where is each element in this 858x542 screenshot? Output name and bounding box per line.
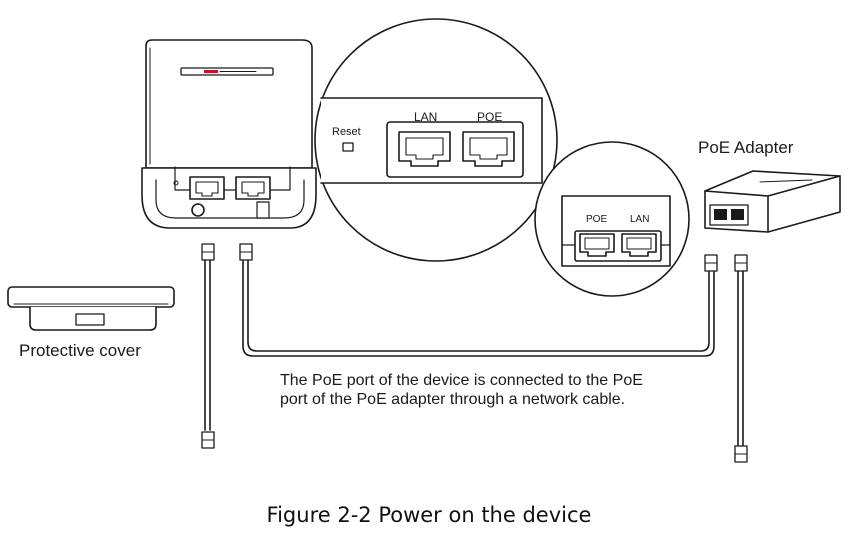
- reset-label: Reset: [332, 126, 361, 138]
- note-line-2: port of the PoE adapter through a networ…: [280, 391, 626, 408]
- reset-button-icon: [342, 142, 354, 152]
- zoom-lan-jack-icon: [398, 131, 451, 167]
- poe-adapter-title: PoE Adapter: [698, 138, 794, 157]
- network-cables: [201, 243, 748, 463]
- adapter-ports-zoom: [534, 141, 690, 297]
- device-unit: [141, 39, 317, 229]
- brand-logo-icon: [204, 70, 218, 73]
- poe-port-label: POE: [477, 110, 503, 124]
- lan-port-label: LAN: [414, 110, 438, 124]
- zoom-adapter-poe-jack-icon: [579, 233, 615, 257]
- protective-cover-label: Protective cover: [19, 341, 141, 360]
- poe-adapter: [704, 170, 841, 233]
- adapter-lan-port-label: LAN: [630, 214, 650, 225]
- adapter-poe-port-label: POE: [586, 214, 608, 225]
- device-ports-zoom: [314, 18, 558, 262]
- figure-caption: Figure 2-2 Power on the device: [266, 503, 592, 527]
- protective-cover: [7, 286, 175, 331]
- adapter-lan-port-icon: [731, 209, 744, 220]
- zoom-adapter-lan-jack-icon: [621, 233, 657, 257]
- note-line-1: The PoE port of the device is connected …: [280, 372, 643, 389]
- adapter-poe-port-icon: [714, 209, 727, 220]
- zoom-poe-jack-icon: [462, 131, 515, 167]
